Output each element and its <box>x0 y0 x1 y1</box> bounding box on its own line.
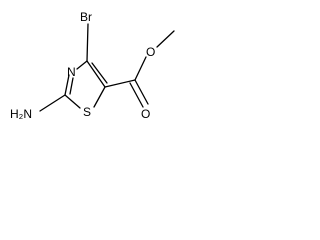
bond-c2-n3 <box>64 74 70 96</box>
bond-c2-n3-double <box>69 77 74 95</box>
bond-ester-o-methyl <box>156 30 175 48</box>
bond-carbonyl-o-double-2 <box>129 82 144 108</box>
bond-carbonyl-o-double-1 <box>134 79 149 105</box>
thiazole-structure-diagram: Br N S H₂N O O <box>10 10 175 121</box>
bond-n3-c4 <box>76 60 88 70</box>
bond-c2-nh2 <box>39 94 66 112</box>
amino-group-label: H₂N <box>10 107 32 121</box>
ring-nitrogen-label: N <box>67 65 76 79</box>
ring-sulfur-label: S <box>83 105 91 119</box>
ester-oxygen-label: O <box>146 45 155 59</box>
bond-carbonyl-ester-o <box>134 56 147 81</box>
bond-c5-carbonyl <box>104 79 136 88</box>
bond-c4-br <box>86 23 89 62</box>
bond-c5-s1 <box>93 86 106 108</box>
bromine-label: Br <box>80 10 92 24</box>
bond-s1-c2 <box>64 94 81 109</box>
carbonyl-oxygen-label: O <box>141 107 150 121</box>
bond-c4-c5 <box>86 60 106 88</box>
bond-c4-c5-double <box>91 62 108 84</box>
